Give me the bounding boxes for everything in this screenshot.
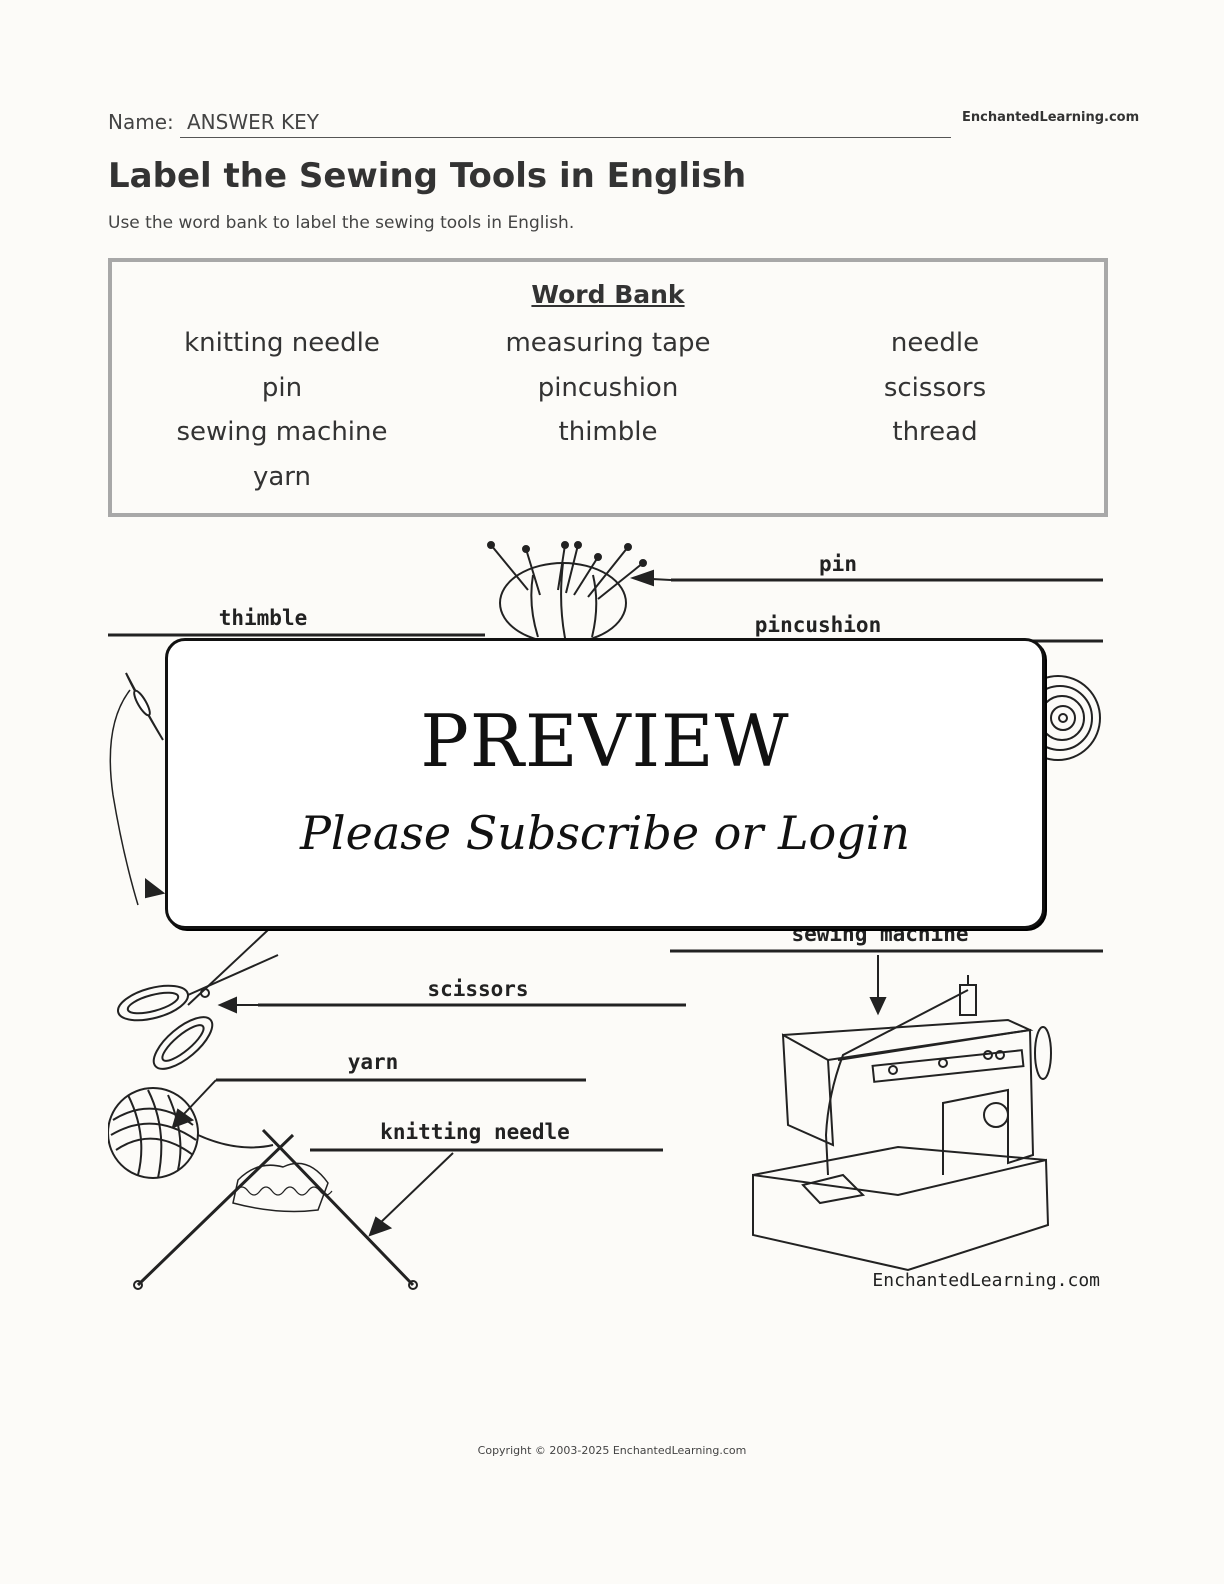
word-bank: Word Bank knitting needle measuring tape… [108, 258, 1108, 517]
pin-icon [487, 541, 647, 600]
word-bank-item: sewing machine [176, 417, 388, 447]
label-pincushion: pincushion [755, 613, 881, 637]
word-bank-item: pin [261, 373, 303, 403]
name-underline [180, 137, 951, 138]
thread-icon [109, 689, 139, 906]
label-scissors: scissors [427, 977, 528, 1001]
name-label: Name: [108, 110, 174, 134]
label-pin: pin [819, 552, 857, 576]
knitting-needle-icon [133, 1128, 418, 1290]
brand-logo-text[interactable]: EnchantedLearning.com [962, 110, 1140, 125]
word-bank-item: yarn [252, 462, 312, 492]
word-bank-item: thimble [558, 417, 658, 447]
preview-overlay[interactable]: PREVIEW Please Subscribe or Login [165, 638, 1045, 929]
word-bank-item: needle [890, 328, 980, 358]
page-title: Label the Sewing Tools in English [108, 156, 747, 196]
name-field: ANSWER KEY [187, 110, 319, 134]
word-bank-title: Word Bank [531, 280, 685, 309]
label-thimble: thimble [219, 606, 308, 630]
word-bank-item: thread [892, 417, 978, 447]
word-bank-item: knitting needle [184, 328, 380, 358]
label-yarn: yarn [348, 1050, 399, 1074]
word-bank-item: scissors [883, 373, 987, 403]
preview-title: PREVIEW [420, 699, 790, 783]
word-bank-item: measuring tape [505, 328, 711, 358]
label-knitting-needle: knitting needle [380, 1120, 570, 1144]
pincushion-icon [499, 562, 627, 644]
needle-icon [125, 672, 164, 741]
diagram-brand: EnchantedLearning.com [872, 1270, 1100, 1291]
instructions: Use the word bank to label the sewing to… [108, 213, 575, 233]
yarn-icon [108, 1087, 274, 1179]
scissors-icon [117, 929, 279, 1070]
word-bank-item: pincushion [537, 373, 679, 403]
subscribe-login-prompt[interactable]: Please Subscribe or Login [299, 806, 911, 860]
copyright-footer: Copyright © 2003-2025 EnchantedLearning.… [477, 1444, 747, 1457]
sewing-machine-icon [752, 975, 1052, 1272]
